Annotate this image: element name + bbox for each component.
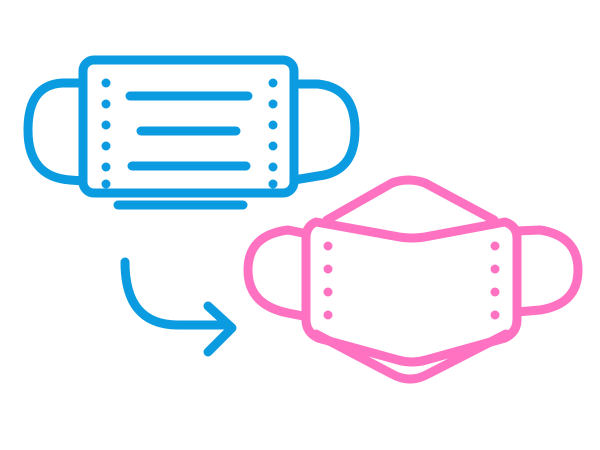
kf94-left-ear-loop	[243, 225, 308, 321]
left-ear-loop	[23, 78, 88, 186]
arrow-head	[203, 301, 237, 357]
surgical-mask-icon	[23, 55, 360, 210]
right-stitch-dots	[268, 78, 278, 189]
kf94-right-ear-loop	[512, 225, 583, 317]
surgical-mask-body	[78, 55, 299, 198]
kf94-mask-icon	[243, 175, 583, 384]
kf94-lower-shell	[311, 329, 511, 384]
arrow-shaft	[120, 257, 233, 330]
kf94-outer-shell	[322, 175, 499, 225]
kf94-mask-body	[301, 217, 522, 367]
left-stitch-dots	[101, 78, 111, 189]
kf94-left-stitch-dots	[323, 241, 333, 320]
curved-arrow-icon	[120, 257, 237, 357]
kf94-right-stitch-dots	[490, 241, 500, 320]
right-ear-loop	[289, 79, 360, 185]
